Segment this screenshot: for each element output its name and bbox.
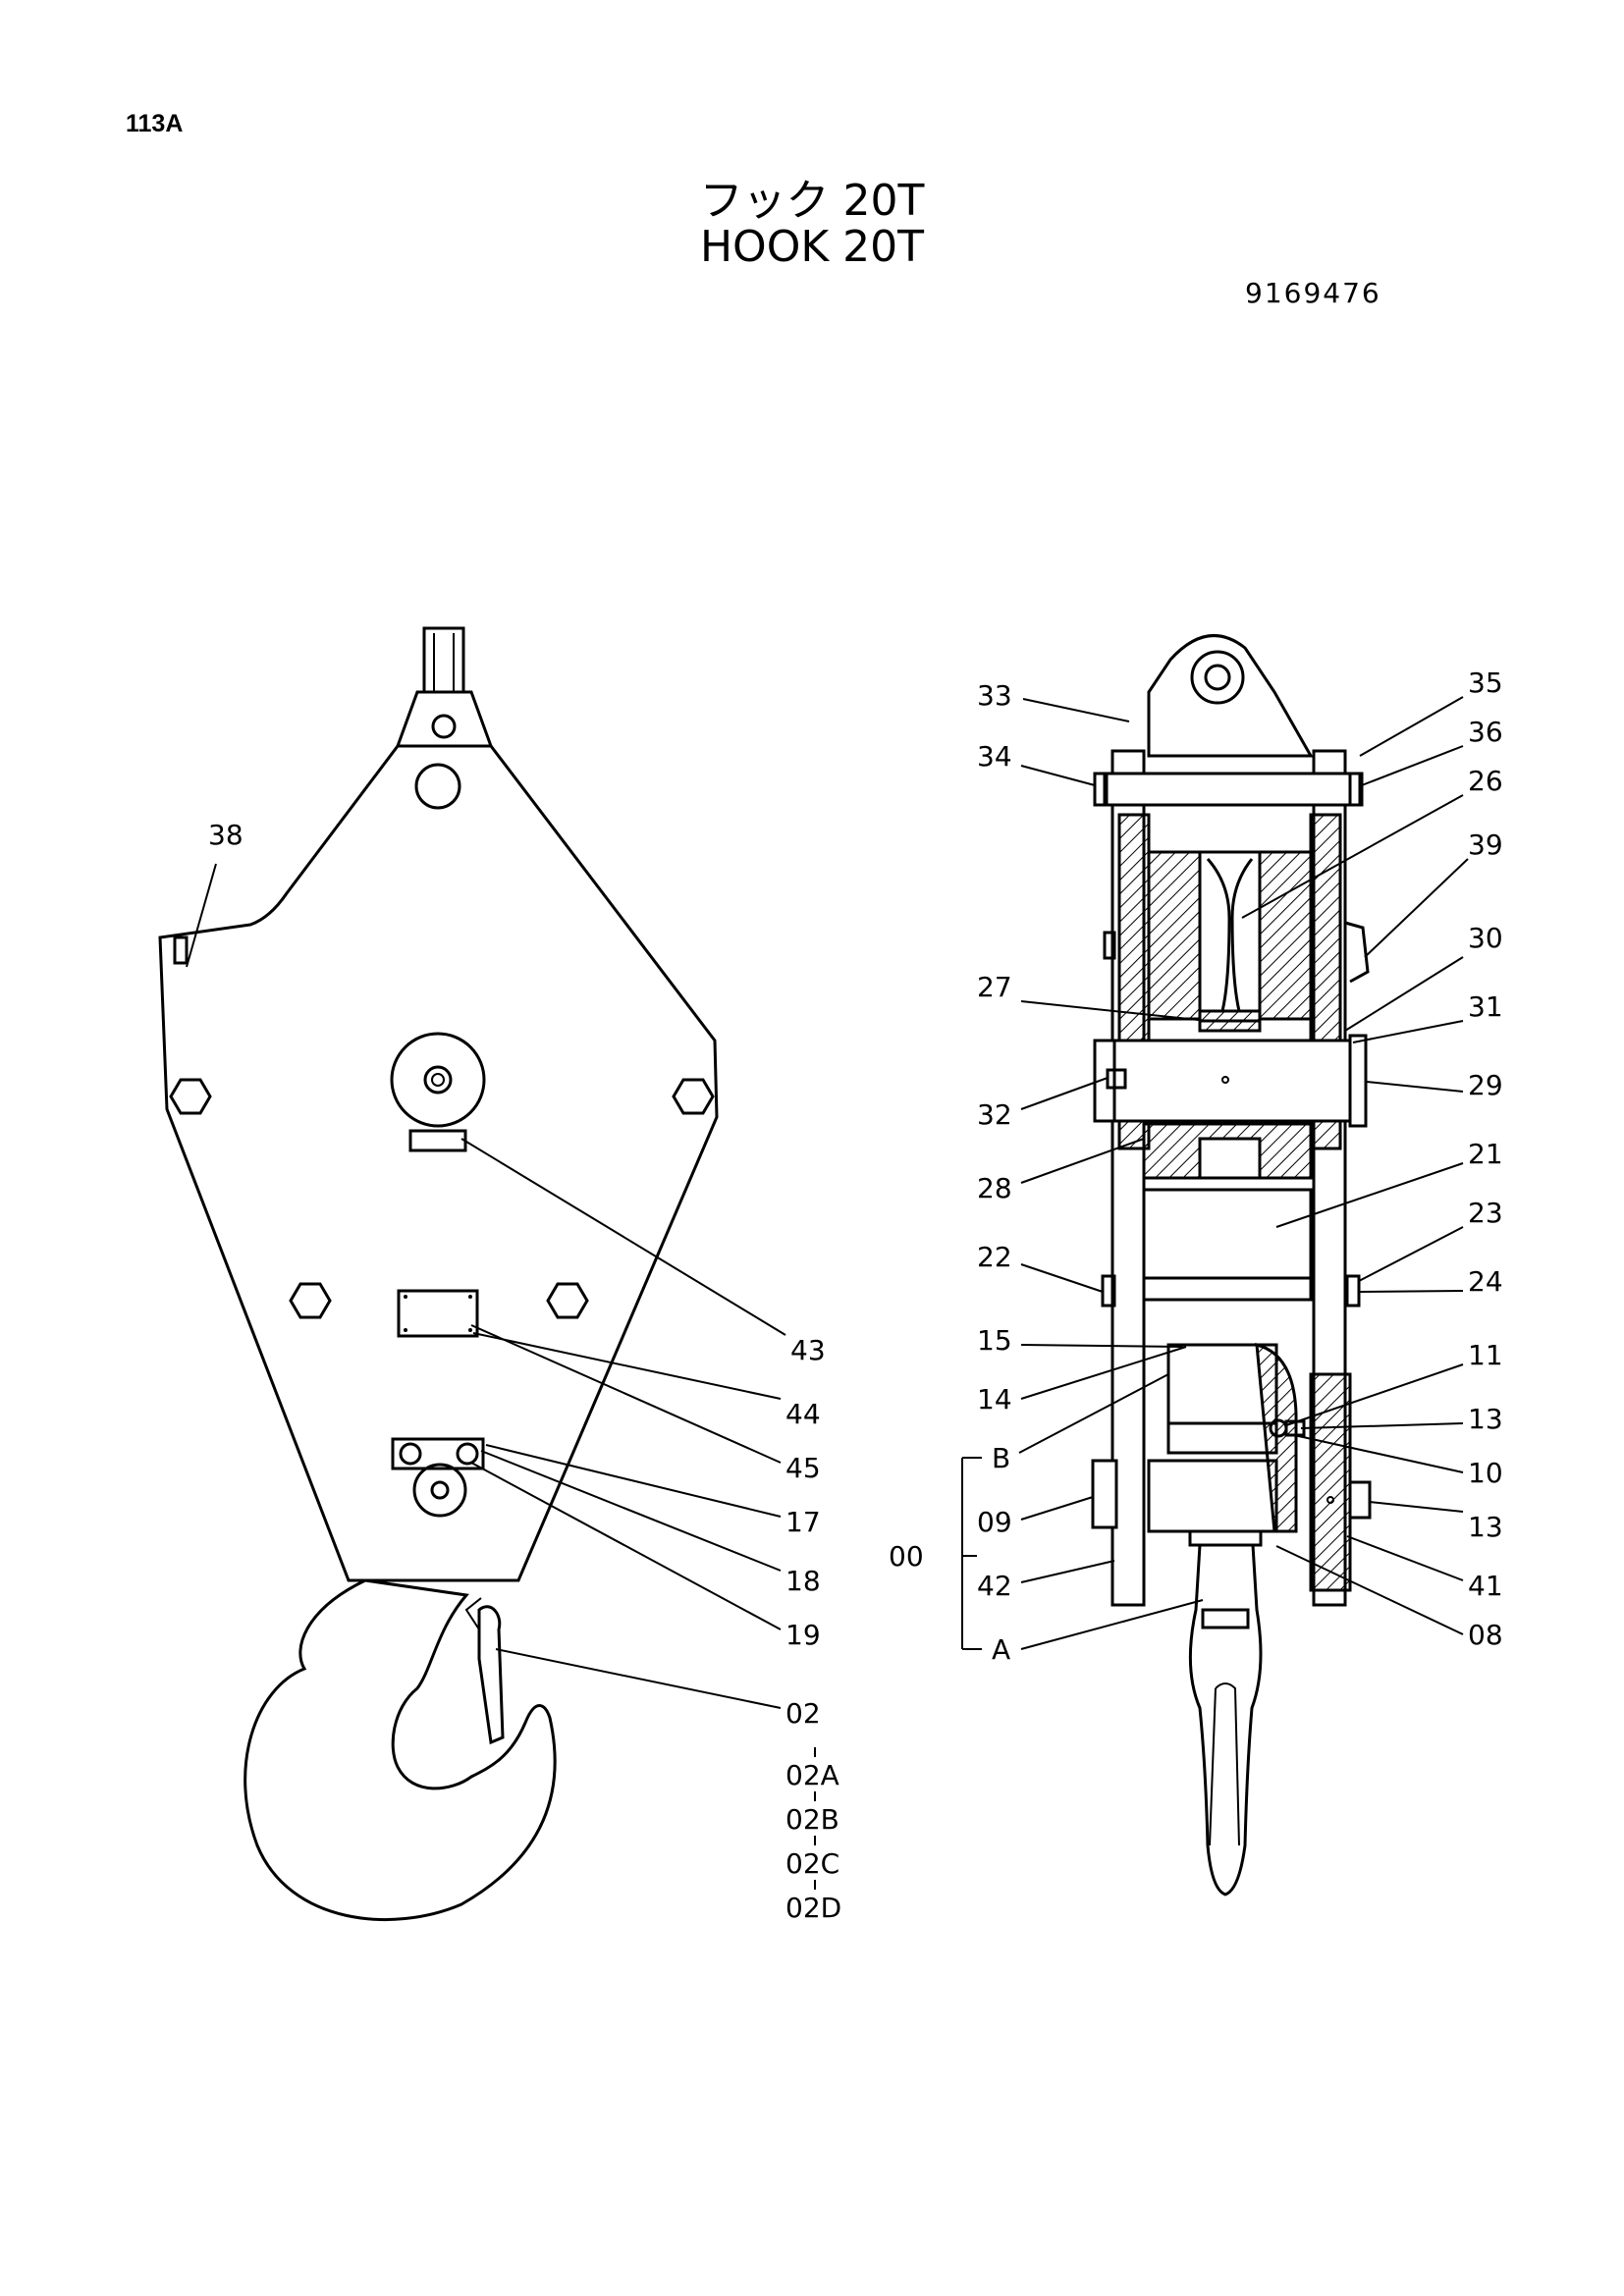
callout-41: 41 [1468, 1570, 1503, 1602]
callout-18: 18 [785, 1565, 821, 1597]
bolt-hex-left [169, 1078, 212, 1115]
nameplate [397, 1289, 479, 1338]
callout-22: 22 [977, 1241, 1012, 1273]
callout-B: B [992, 1442, 1010, 1474]
callout-27: 27 [977, 971, 1012, 1003]
hook-block-section-view [1091, 634, 1372, 1896]
callout-29: 29 [1468, 1069, 1503, 1101]
callout-32: 32 [977, 1098, 1012, 1131]
sheave-pin [390, 1032, 486, 1128]
callout-15: 15 [977, 1324, 1012, 1357]
hook [244, 1578, 557, 1921]
callout-33: 33 [977, 679, 1012, 712]
spacer-bar-top [1103, 772, 1362, 807]
shackle [1147, 634, 1314, 758]
hook-block-front-view [158, 626, 719, 1921]
callout-43: 43 [790, 1334, 826, 1366]
callout-34: 34 [977, 740, 1012, 773]
callout-17: 17 [785, 1506, 821, 1538]
sheave-pin-section [1108, 1039, 1353, 1123]
callout-A: A [992, 1633, 1010, 1666]
side-plate [158, 744, 719, 1582]
callout-11: 11 [1468, 1339, 1503, 1371]
callout-10: 10 [1468, 1457, 1503, 1489]
callout-28: 28 [977, 1172, 1012, 1204]
callout-21: 21 [1468, 1138, 1503, 1170]
leader-lines [186, 696, 1469, 1890]
page-id: 113A [126, 110, 184, 137]
callout-02D: 02D [785, 1892, 841, 1924]
callout-02B: 02B [785, 1803, 839, 1836]
callout-14: 14 [977, 1383, 1012, 1415]
callout-labels: 38 43 44 45 17 18 19 02 02A 02B 02C 02D … [208, 667, 1503, 1924]
callout-26: 26 [1468, 765, 1503, 797]
bolt-hex-mid-right [546, 1282, 589, 1319]
callout-38: 38 [208, 819, 244, 851]
callout-02: 02 [785, 1697, 821, 1730]
callout-13-lower: 13 [1468, 1511, 1503, 1543]
callout-09: 09 [977, 1506, 1012, 1538]
callout-36: 36 [1468, 716, 1503, 748]
callout-45: 45 [785, 1452, 821, 1484]
spacer-block [1142, 1188, 1313, 1280]
safety-latch [477, 1605, 505, 1745]
callout-13-upper: 13 [1468, 1403, 1503, 1435]
bolt-hex-right [672, 1078, 715, 1115]
callout-02C: 02C [785, 1847, 839, 1880]
callout-08: 08 [1468, 1619, 1503, 1651]
callout-23: 23 [1468, 1197, 1503, 1229]
callout-19: 19 [785, 1619, 821, 1651]
callout-42: 42 [977, 1570, 1012, 1602]
callout-30: 30 [1468, 922, 1503, 954]
hook-pin [412, 1463, 467, 1518]
title-english: HOOK 20T [699, 222, 925, 272]
retainer-plate [391, 1437, 485, 1470]
callout-39: 39 [1468, 828, 1503, 861]
grease-fitting [173, 935, 189, 965]
callout-00: 00 [889, 1540, 924, 1573]
title-japanese: フック 20T [699, 176, 925, 226]
hook-shank [1188, 1543, 1263, 1896]
callout-44: 44 [785, 1398, 821, 1430]
bolt-hex-mid-left [289, 1282, 332, 1319]
callout-35: 35 [1468, 667, 1503, 699]
callout-24: 24 [1468, 1265, 1503, 1298]
part-number: 9169476 [1245, 277, 1381, 309]
callout-31: 31 [1468, 990, 1503, 1023]
callout-02A: 02A [785, 1759, 839, 1791]
crosshead [1147, 1459, 1278, 1533]
